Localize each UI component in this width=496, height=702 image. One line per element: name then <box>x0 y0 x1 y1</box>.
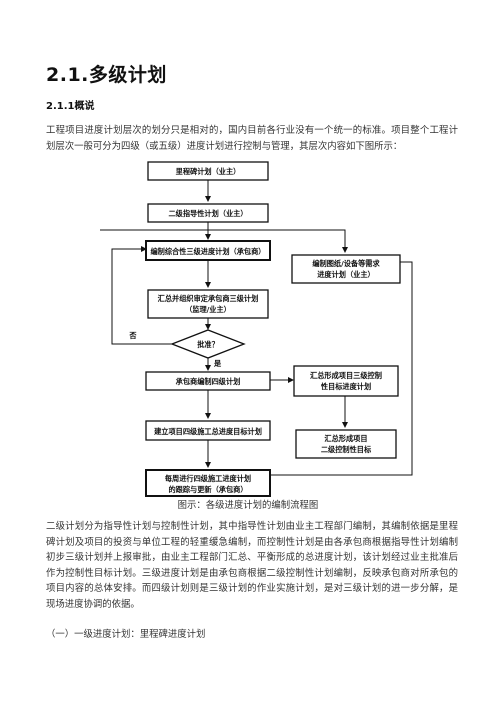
box-milestone <box>147 161 269 181</box>
text-summary3-1: 汇总形成项目三级控制 <box>310 371 382 380</box>
text-review-1: 汇总并组织审定承包商三级计划 <box>158 294 259 303</box>
list-item-level1: （一）一级进度计划：里程碑进度计划 <box>46 629 206 640</box>
text-summary2-2: 二级控制性目标 <box>321 445 372 454</box>
text-weekly-1: 每周进行四级施工进度计划 <box>165 474 251 483</box>
text-review-2: （监理/业主） <box>185 305 231 314</box>
box-review <box>147 289 269 319</box>
text-level4: 承包商编制四级计划 <box>176 377 241 386</box>
text-summary2-1: 汇总形成项目 <box>324 434 367 443</box>
subsection-heading: 2.1.1概说 <box>46 101 95 112</box>
text-milestone: 里程碑计划（业主） <box>176 167 241 176</box>
text-level4-target: 建立项目四级施工总进度目标计划 <box>154 427 262 436</box>
figure-caption: 图示：各级进度计划的编制流程图 <box>177 500 319 511</box>
section-heading: 2.1.多级计划 <box>46 64 167 86</box>
box-weekly <box>145 469 271 497</box>
diamond-approve <box>170 329 246 359</box>
text-drawing-2: 进度计划（业主） <box>317 270 375 279</box>
box-level3 <box>145 240 271 261</box>
text-weekly-2: 的跟踪与更新（承包商） <box>168 485 247 494</box>
text-level2: 二级指导性计划（业主） <box>168 209 247 218</box>
text-approve: 批准？ <box>197 340 219 349</box>
text-drawing-1: 编制图纸/设备等需求 <box>312 259 380 268</box>
loop-right-side <box>266 261 413 476</box>
box-level2 <box>147 203 269 223</box>
box-summary2 <box>295 429 397 459</box>
box-level4-target <box>145 420 271 441</box>
body-paragraph: 二级计划分为指导性计划与控制性计划，其中指导性计划由业主工程部门编制，其编制依据… <box>46 521 458 610</box>
text-level3: 编制综合性三级进度计划（承包商） <box>150 247 265 256</box>
label-yes: 是 <box>213 359 222 368</box>
intro-paragraph: 工程项目进度计划层次的划分只是相对的，国内目前各行业没有一个统一的标准。项目整个… <box>46 125 458 152</box>
box-summary3 <box>293 365 399 397</box>
box-drawing <box>291 254 401 284</box>
loop-to-drawing <box>100 229 348 253</box>
box-level4 <box>145 371 271 391</box>
loop-no-back <box>111 246 172 345</box>
text-summary3-2: 性目标进度计划 <box>321 382 371 391</box>
label-no: 否 <box>128 331 137 340</box>
